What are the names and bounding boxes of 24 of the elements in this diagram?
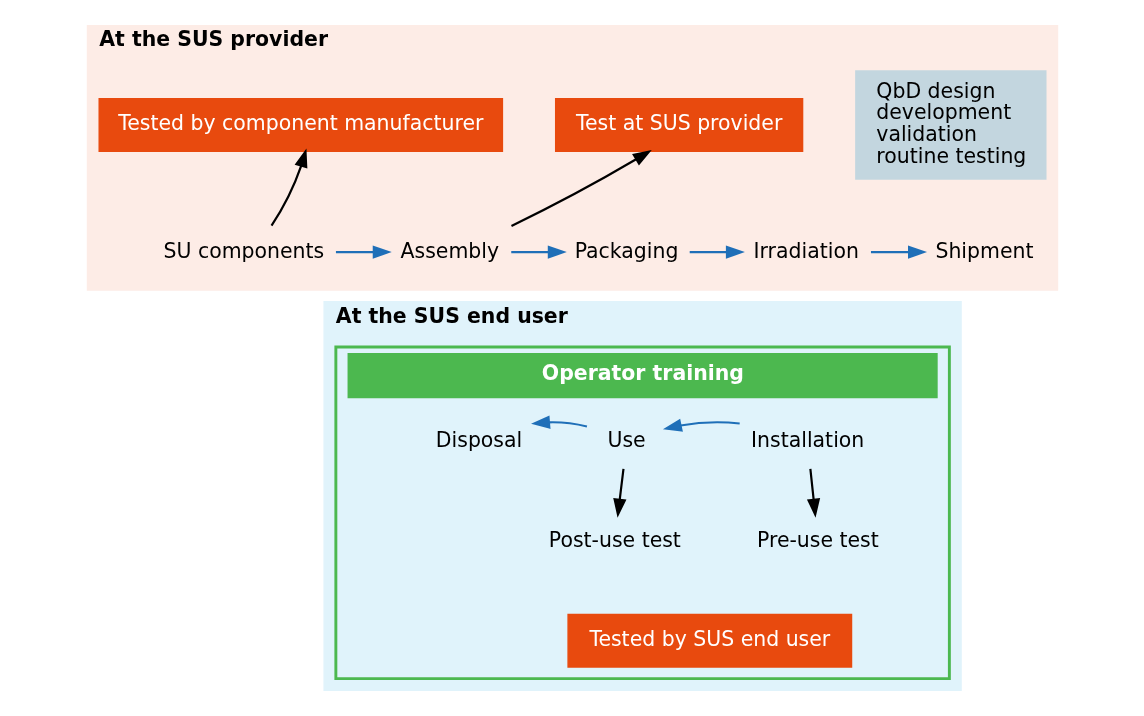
arrow bbox=[510, 149, 652, 227]
node-box: Test at SUS provider bbox=[554, 98, 803, 153]
node-text: SU components bbox=[162, 238, 324, 263]
node-box: Tested by SUS end user bbox=[566, 613, 852, 668]
node-box: QbD design development validation routine testing bbox=[854, 70, 1046, 180]
node-text: Use bbox=[606, 428, 646, 453]
arrow bbox=[689, 245, 745, 259]
node-text: Shipment bbox=[934, 238, 1033, 263]
arrow bbox=[510, 245, 567, 259]
node-box: Tested by component manufacturer bbox=[98, 98, 503, 153]
node-text: Irradiation bbox=[753, 238, 859, 263]
arrow bbox=[270, 148, 307, 227]
arrow bbox=[530, 415, 587, 429]
node-text: Packaging bbox=[574, 238, 678, 263]
node-text: Disposal bbox=[435, 428, 522, 453]
node-text: Assembly bbox=[400, 238, 499, 263]
node-text: Post-use test bbox=[548, 527, 681, 552]
node-text: Pre-use test bbox=[756, 527, 879, 552]
arrow bbox=[335, 245, 392, 259]
node-text: Installation bbox=[750, 428, 864, 453]
arrow bbox=[612, 468, 626, 518]
arrow bbox=[806, 468, 820, 518]
arrow bbox=[662, 418, 740, 432]
arrow bbox=[870, 245, 927, 259]
